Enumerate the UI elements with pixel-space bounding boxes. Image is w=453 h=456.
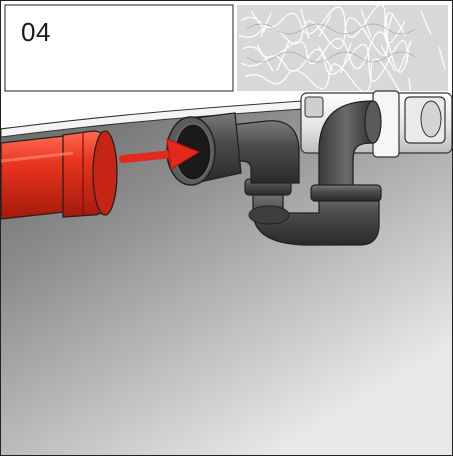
step-label-box <box>4 4 234 92</box>
trap-u-bend <box>244 178 380 246</box>
insertion-arrow <box>119 138 201 170</box>
insulation-foam <box>237 4 448 100</box>
red-drain-pipe <box>1 130 118 220</box>
step-number: 04 <box>21 17 51 47</box>
